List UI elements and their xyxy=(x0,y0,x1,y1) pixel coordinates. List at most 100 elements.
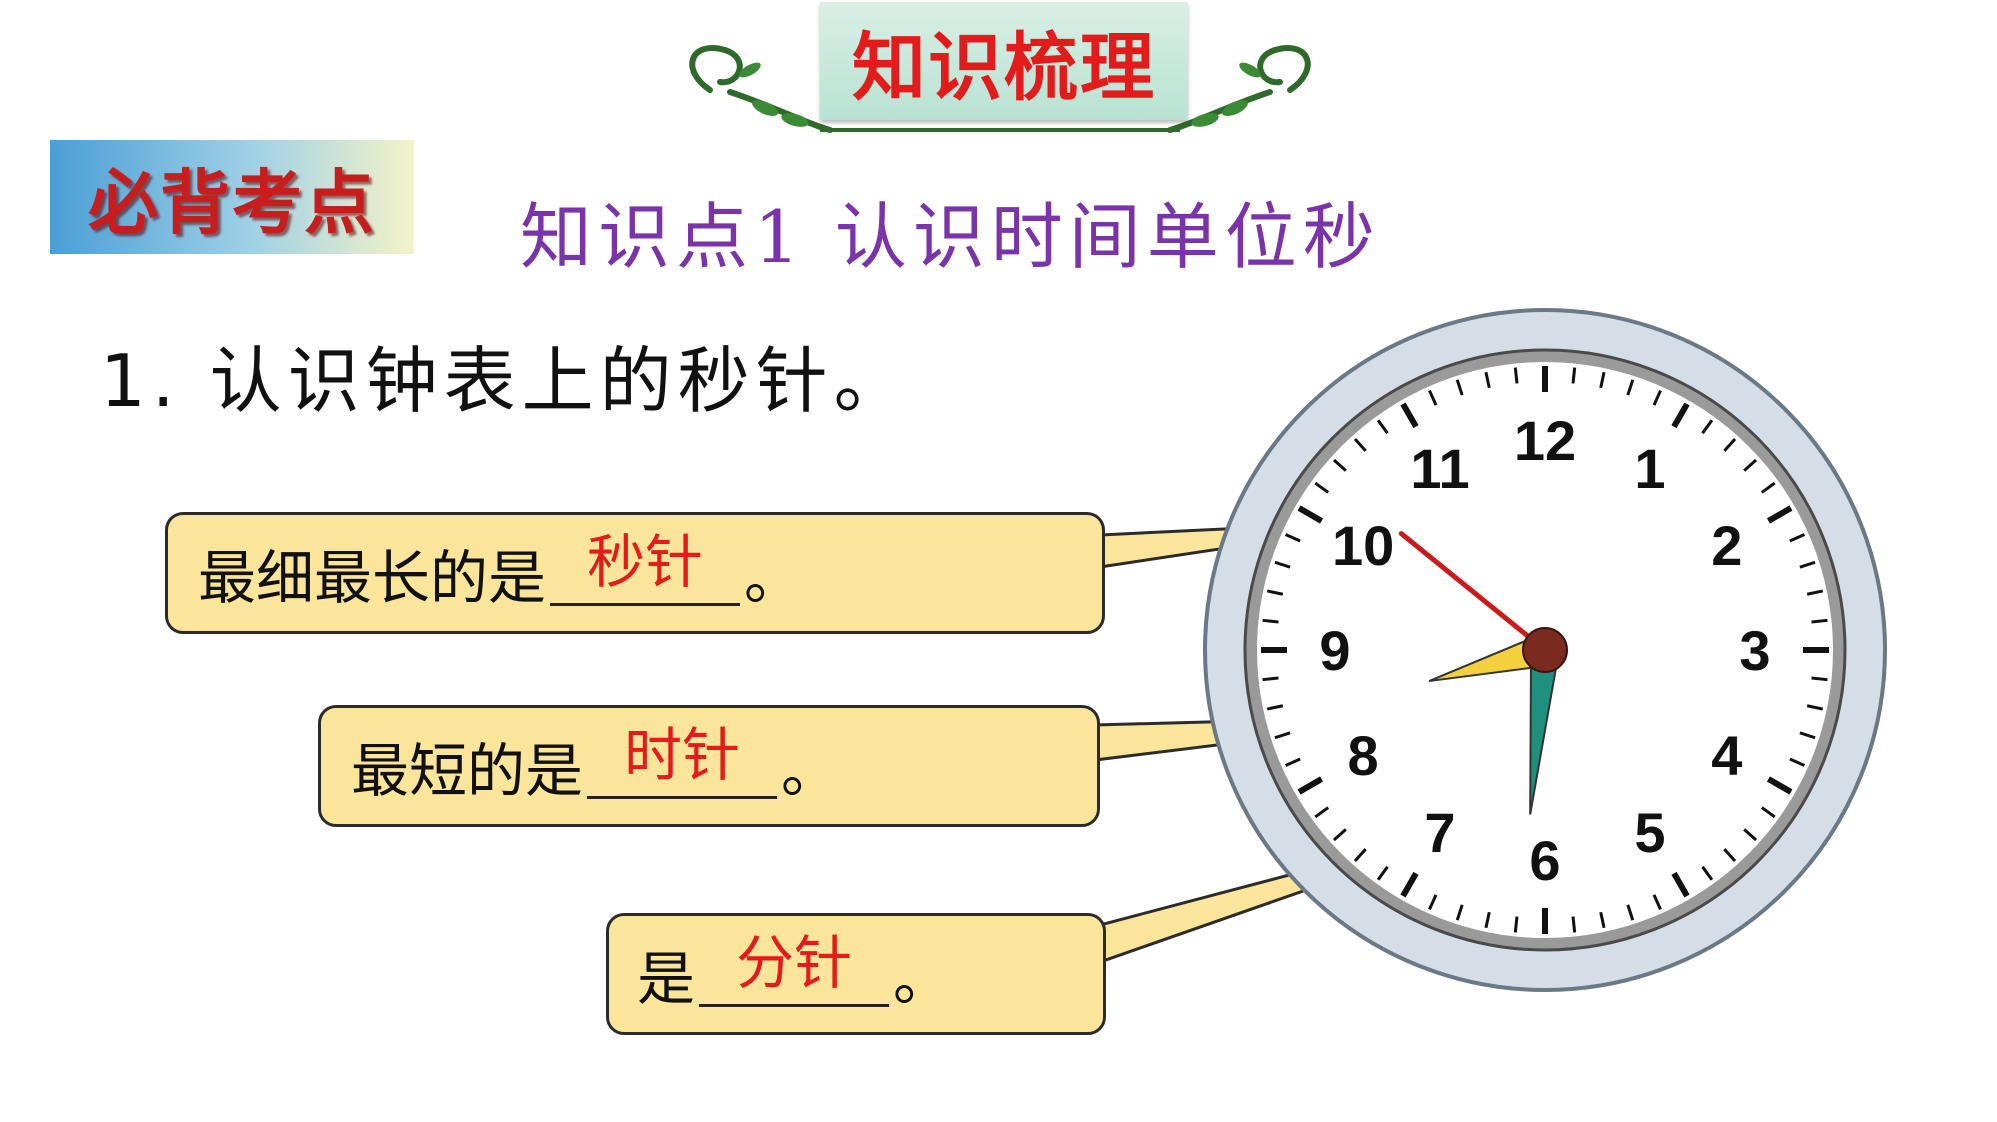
clock-minor-tick xyxy=(1799,560,1816,569)
clock-minor-tick xyxy=(1266,589,1284,596)
clock-number: 12 xyxy=(1514,409,1576,472)
leaf xyxy=(781,113,809,127)
clock-minor-tick xyxy=(1652,894,1662,911)
clock-number: 1 xyxy=(1634,437,1665,500)
clock-minor-tick xyxy=(1428,894,1438,911)
header-ornament xyxy=(689,45,1311,133)
clock-minor-tick xyxy=(1599,371,1606,389)
clock-minor-tick xyxy=(1376,865,1389,881)
clock-minor-tick xyxy=(1626,904,1635,921)
clock-minor-tick xyxy=(1262,618,1279,624)
section-header-title: 知识梳理 xyxy=(820,2,1188,120)
clock-minor-tick xyxy=(1811,676,1828,682)
clock-minor-tick xyxy=(1599,911,1606,929)
left-scroll xyxy=(689,45,743,93)
clock-minor-tick xyxy=(1513,916,1519,933)
clock-minor-tick xyxy=(1571,367,1577,384)
topic-title: 知识点1 认识时间单位秒 xyxy=(520,195,1381,279)
clock-major-tick xyxy=(1766,505,1793,524)
clock-minor-tick xyxy=(1314,481,1330,494)
clock-minor-tick xyxy=(1723,848,1737,863)
clock-minor-tick xyxy=(1789,533,1806,543)
second-hand xyxy=(1398,531,1548,653)
clock-number: 11 xyxy=(1410,437,1469,500)
clock-major-tick xyxy=(1297,505,1324,524)
clock-number: 3 xyxy=(1739,619,1770,682)
clock-ticks xyxy=(1261,366,1829,934)
answer-text: 时针 xyxy=(624,720,741,789)
clock-minor-tick xyxy=(1332,828,1347,842)
clock-number: 9 xyxy=(1319,619,1350,682)
clock-major-tick xyxy=(1671,871,1690,898)
clock-minor-tick xyxy=(1760,806,1776,819)
clock-minor-tick xyxy=(1274,560,1291,569)
leaf xyxy=(1191,113,1219,127)
clock-number: 5 xyxy=(1634,801,1665,864)
callout-suffix: 。 xyxy=(893,945,952,1013)
clock-minor-tick xyxy=(1353,437,1367,452)
clock-number: 2 xyxy=(1711,514,1742,577)
callout-prefix: 最短的是 xyxy=(351,737,584,805)
clock-minor-tick xyxy=(1266,704,1284,711)
item-heading: 1. 认识钟表上的秒针。 xyxy=(100,339,912,423)
clock-number: 8 xyxy=(1348,724,1379,787)
callout-prefix: 最细最长的是 xyxy=(198,544,547,612)
clock-major-tick xyxy=(1766,776,1793,795)
clock-number: 10 xyxy=(1332,514,1394,577)
callout-hour-hand: 最短的是 时针 。 xyxy=(318,705,1100,827)
clock-minor-tick xyxy=(1723,437,1737,452)
clock-hub xyxy=(1522,627,1568,673)
callout-minute-hand: 是 分针 。 xyxy=(606,913,1106,1035)
clock-major-tick xyxy=(1400,402,1419,429)
clock-minor-tick xyxy=(1799,731,1816,740)
leaf xyxy=(752,99,778,117)
clock-minor-tick xyxy=(1455,904,1464,921)
clock-numbers: 12 12 3 45 6 78 9 10 11 xyxy=(1319,409,1770,892)
answer-blank: 分针 xyxy=(699,934,890,1007)
clock-major-tick xyxy=(1400,871,1419,898)
clock-minor-tick xyxy=(1811,618,1828,624)
clock-minor-tick xyxy=(1652,389,1662,406)
callout-prefix: 是 xyxy=(637,945,696,1013)
leaf xyxy=(739,62,761,78)
clock-minor-tick xyxy=(1284,757,1301,767)
callout-suffix: 。 xyxy=(744,544,803,612)
clock-number: 6 xyxy=(1529,829,1560,892)
clock-minor-tick xyxy=(1274,731,1291,740)
clock-minor-tick xyxy=(1314,806,1330,819)
clock-minor-tick xyxy=(1743,828,1758,842)
clock-minor-tick xyxy=(1428,389,1438,406)
clock-minor-tick xyxy=(1262,676,1279,682)
clock-minor-tick xyxy=(1484,371,1491,389)
leaf xyxy=(1239,62,1261,78)
answer-text: 秒针 xyxy=(587,527,704,596)
clock-major-tick xyxy=(1671,402,1690,429)
clock-minor-tick xyxy=(1513,367,1519,384)
clock-number: 7 xyxy=(1424,801,1455,864)
clock-minor-tick xyxy=(1789,757,1806,767)
clock-minor-tick xyxy=(1571,916,1577,933)
clock-minor-tick xyxy=(1455,379,1464,396)
clock-minor-tick xyxy=(1701,865,1714,881)
clock-minor-tick xyxy=(1701,419,1714,435)
callout-second-hand: 最细最长的是 秒针 。 xyxy=(165,512,1105,634)
answer-blank: 秒针 xyxy=(550,533,741,606)
clock-minor-tick xyxy=(1626,379,1635,396)
leaf xyxy=(1222,99,1248,117)
clock-minor-tick xyxy=(1353,848,1367,863)
clock-number: 4 xyxy=(1711,724,1742,787)
clock-minor-tick xyxy=(1806,589,1824,596)
clock-major-tick xyxy=(1297,776,1324,795)
clock-minor-tick xyxy=(1376,419,1389,435)
clock-minor-tick xyxy=(1743,458,1758,472)
clock-hands xyxy=(1398,531,1568,815)
answer-blank: 时针 xyxy=(587,726,778,799)
clock-minor-tick xyxy=(1760,481,1776,494)
answer-text: 分针 xyxy=(736,928,853,997)
clock-minor-tick xyxy=(1806,704,1824,711)
callout-suffix: 。 xyxy=(781,737,840,805)
clock-minor-tick xyxy=(1284,533,1301,543)
clock-minor-tick xyxy=(1484,911,1491,929)
clock-minor-tick xyxy=(1332,458,1347,472)
